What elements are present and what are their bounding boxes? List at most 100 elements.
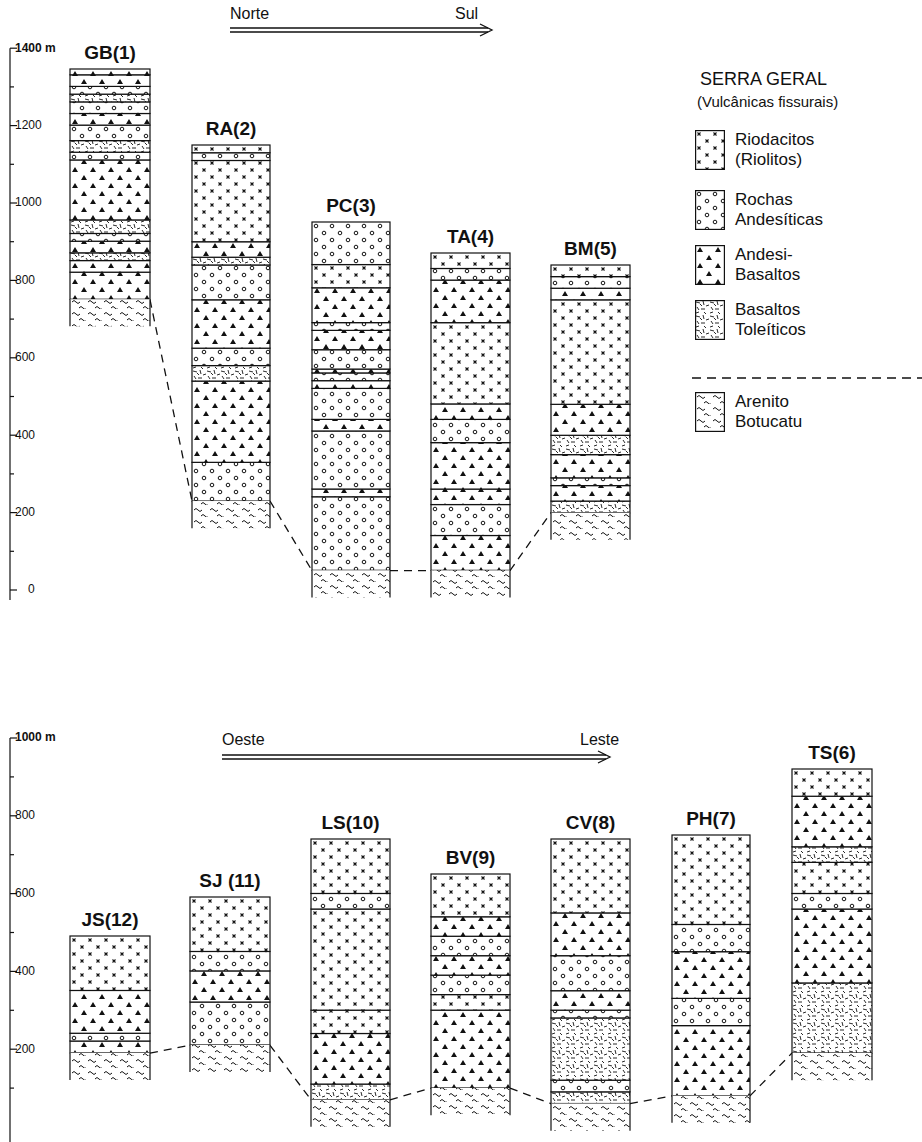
rock-layer: [431, 404, 510, 419]
rock-layer: [70, 1041, 150, 1053]
rock-layer: [312, 389, 390, 420]
rock-layer: [431, 1088, 510, 1115]
column-label: BM(5): [564, 238, 617, 260]
correlation-line: [390, 1088, 431, 1100]
strata-column: TS(6): [792, 769, 872, 1080]
rock-layer: [431, 571, 510, 598]
correlation-line: [510, 1088, 551, 1104]
rock-layer: [431, 280, 510, 323]
rock-layer: [70, 114, 150, 126]
rock-layer: [192, 257, 270, 265]
rock-layer: [431, 489, 510, 504]
correlation-line: [150, 300, 192, 501]
legend-swatch: [695, 300, 725, 340]
legend-text: Riodacitos (Riolitos): [735, 130, 847, 171]
rock-layer: [312, 265, 390, 288]
rock-layer: [431, 269, 510, 281]
correlation-line: [270, 1045, 311, 1099]
rock-layer: [70, 69, 150, 75]
rock-layer: [431, 420, 510, 443]
rock-layer: [312, 331, 390, 350]
rock-layer: [70, 273, 150, 300]
rock-layer: [192, 145, 270, 153]
rock-layer: [431, 956, 510, 975]
rock-layer: [70, 102, 150, 114]
column-label: PH(7): [686, 808, 736, 830]
rock-layer: [551, 1104, 630, 1131]
rock-layer: [70, 253, 150, 261]
rock-layer: [312, 497, 390, 571]
rock-layer: [192, 153, 270, 161]
axis-label: 800: [15, 274, 35, 287]
correlation-line: [510, 513, 551, 571]
rock-layer: [312, 571, 390, 598]
axis-label: 400: [15, 965, 35, 978]
rock-layer: [551, 435, 630, 454]
sandstone-edge: [311, 1100, 390, 1127]
column-label: GB(1): [84, 42, 136, 64]
strata-column: BM(5): [551, 265, 630, 540]
rock-layer: [70, 261, 150, 273]
rock-layer: [312, 420, 390, 432]
rock-layer: [551, 1018, 630, 1080]
rock-layer: [312, 222, 390, 265]
direction-label: Oeste: [222, 731, 265, 749]
strata-layers: [551, 839, 630, 1131]
strata-layers: [312, 222, 390, 597]
rock-layer: [431, 323, 510, 404]
strata-column: PC(3): [312, 222, 390, 597]
rock-layer: [792, 769, 872, 796]
rock-layer: [312, 288, 390, 323]
rock-layer: [311, 1010, 390, 1033]
rock-layer: [311, 1084, 390, 1100]
rock-layer: [792, 847, 872, 863]
strata-column: GB(1): [70, 69, 150, 326]
rock-layer: [70, 153, 150, 161]
strata-column: LS(10): [311, 839, 390, 1127]
rock-layer: [431, 975, 510, 994]
rock-layer: [311, 894, 390, 910]
rock-layer: [551, 1092, 630, 1104]
sandstone-edge: [792, 1053, 872, 1080]
rock-layer: [431, 917, 510, 936]
rock-layer: [431, 995, 510, 1011]
legend-swatch: [695, 130, 725, 170]
rock-layer: [312, 373, 390, 381]
rock-layer: [551, 1080, 630, 1092]
rock-layer: [190, 1003, 270, 1046]
rock-layer: [70, 141, 150, 153]
legend-text: Arenito Botucatu: [735, 392, 847, 433]
strata-layers: [70, 936, 150, 1080]
correlation-line: [390, 570, 431, 571]
axis-label: 600: [15, 351, 35, 364]
rock-layer: [70, 991, 150, 1034]
rock-layer: [192, 366, 270, 381]
correlation-line: [750, 1053, 792, 1096]
sandstone-edge: [312, 571, 390, 598]
sandstone-edge: [551, 1104, 630, 1131]
strata-layers: [672, 835, 750, 1123]
rock-layer: [70, 95, 150, 103]
sandstone-edge: [431, 571, 510, 598]
rock-layer: [190, 1045, 270, 1072]
sandstone-edge: [190, 1045, 270, 1072]
rock-layer: [551, 265, 630, 277]
rock-layer: [192, 160, 270, 241]
rock-layer: [551, 300, 630, 404]
column-label: LS(10): [321, 812, 379, 834]
rock-layer: [431, 936, 510, 955]
column-label: PC(3): [326, 195, 376, 217]
rock-layer: [70, 234, 150, 242]
rock-layer: [312, 350, 390, 369]
column-label: SJ (11): [199, 870, 260, 892]
column-label: JS(12): [81, 909, 138, 931]
legend-swatch: [695, 392, 725, 432]
legend-text: Andesi-Basaltos: [735, 245, 847, 286]
rock-layer: [551, 513, 630, 540]
rock-layer: [551, 455, 630, 478]
rock-layer: [190, 952, 270, 971]
rock-layer: [70, 126, 150, 141]
rock-layer: [672, 1026, 750, 1096]
axis-label: 1000 m: [15, 731, 56, 744]
direction-label: Norte: [230, 5, 269, 23]
